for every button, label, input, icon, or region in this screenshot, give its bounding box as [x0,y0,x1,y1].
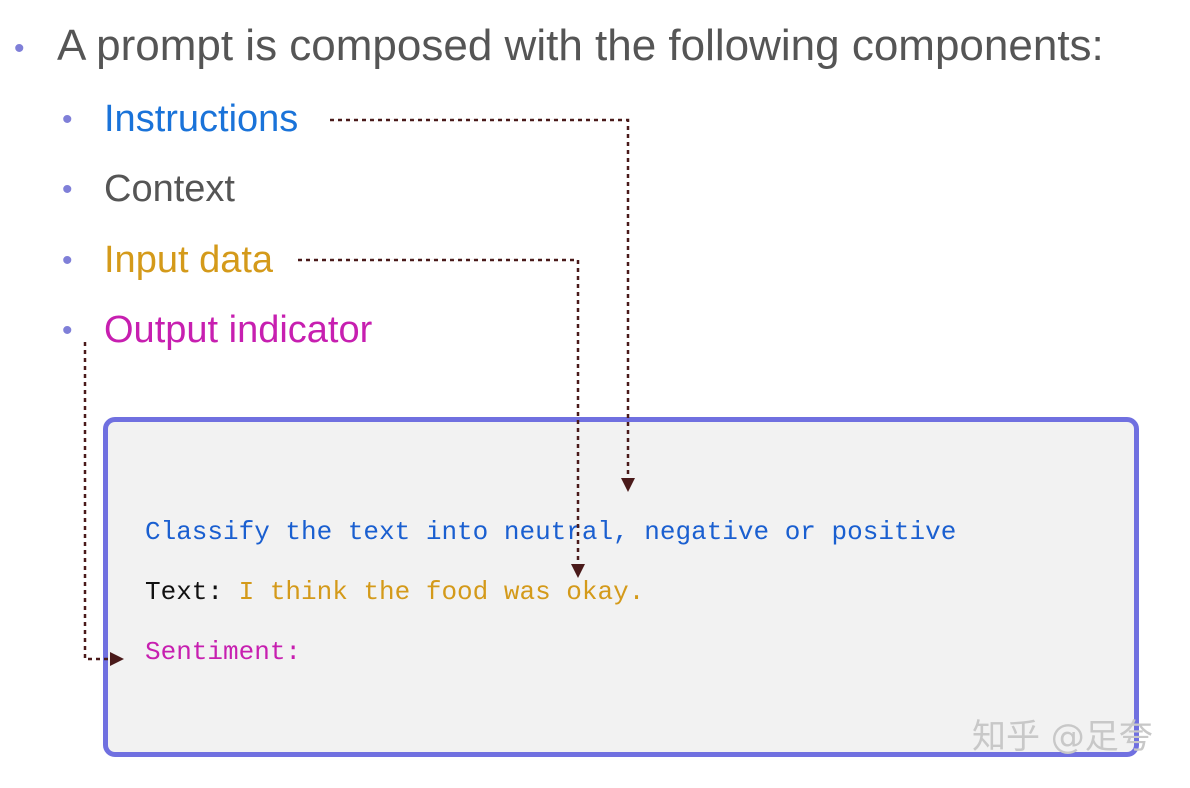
prompt-instruction: Classify the text into neutral, negative… [145,517,957,547]
heading-bullet: • [14,32,25,65]
slide-heading: A prompt is composed with the following … [57,21,1104,70]
component-bullet: • [62,314,73,347]
watermark: 知乎 @足夸 [972,717,1153,757]
prompt-text-line: Text: I think the food was okay. [145,578,644,607]
component-bullet: • [62,173,73,206]
component-bullet: • [62,103,73,136]
prompt-output-label: Sentiment: [145,637,302,667]
prompt-text-value: I think the food was okay. [238,577,645,607]
component-bullet: • [62,244,73,277]
component-instructions: Instructions [104,98,299,140]
component-context: Context [104,168,235,210]
component-output-indicator: Output indicator [104,309,373,351]
component-input-data: Input data [104,239,274,281]
prompt-text-label: Text: [145,577,224,607]
